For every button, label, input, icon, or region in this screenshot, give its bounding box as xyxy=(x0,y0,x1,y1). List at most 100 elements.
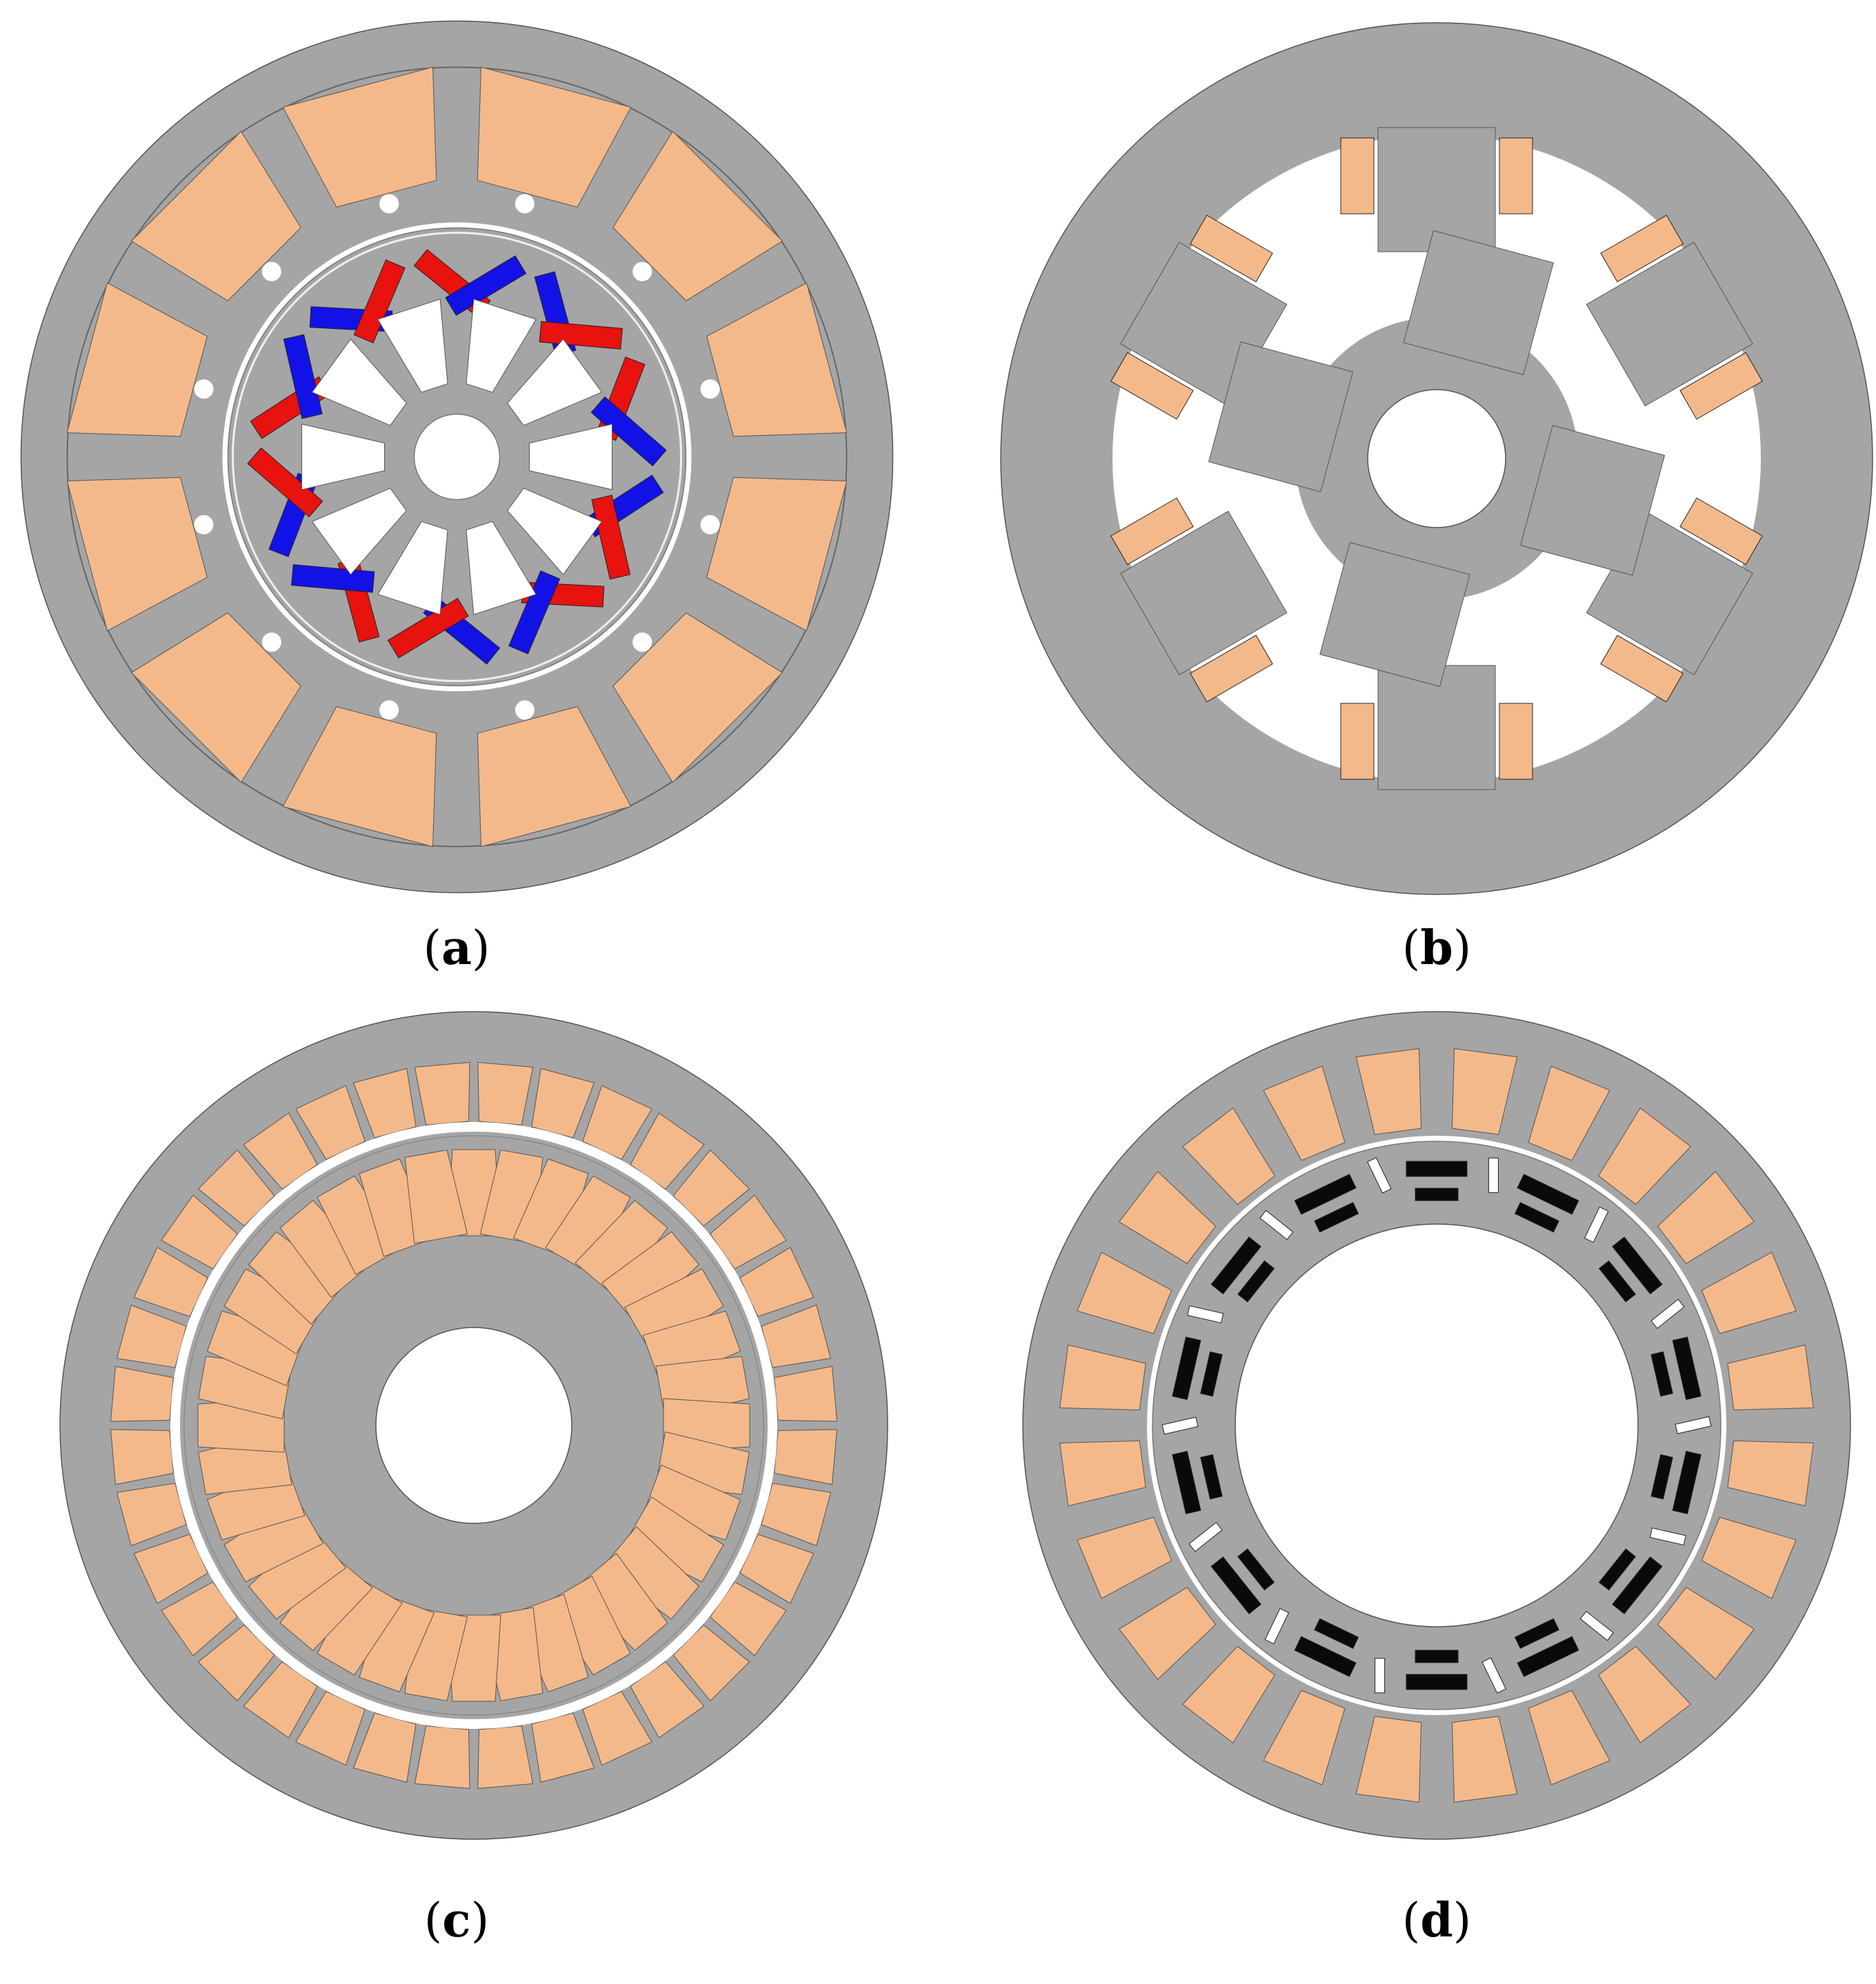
outer-coil xyxy=(582,1691,652,1766)
outer-coil xyxy=(630,1112,705,1190)
slot-opening xyxy=(700,379,720,399)
gap-notch xyxy=(320,1163,329,1172)
housing-line xyxy=(66,66,848,848)
gap-notch xyxy=(443,1123,452,1132)
gap-notch xyxy=(443,1719,452,1727)
magnet xyxy=(1294,1636,1357,1677)
panel-c xyxy=(57,1008,891,1843)
slot-opening xyxy=(700,514,720,534)
coil-slot xyxy=(1077,1516,1172,1599)
coil-slot xyxy=(1355,1048,1422,1135)
gap-notch xyxy=(728,1272,737,1281)
gap-notch xyxy=(470,1123,478,1131)
magnet xyxy=(1598,1260,1636,1303)
gap-notch xyxy=(714,1592,723,1601)
outer-coil xyxy=(110,1365,174,1422)
gap-notch xyxy=(547,1710,556,1719)
outer-coil xyxy=(774,1429,837,1485)
coil-side xyxy=(1600,214,1684,283)
inner-coil xyxy=(624,1268,724,1354)
coil-side xyxy=(1340,137,1375,214)
outer-coil xyxy=(161,1194,238,1270)
stator-pole xyxy=(1120,510,1288,676)
flux-barrier xyxy=(1650,1299,1685,1330)
magnet xyxy=(1406,1161,1468,1177)
coil-slot xyxy=(1657,1587,1755,1680)
coil-side xyxy=(1499,137,1533,214)
coil-slot xyxy=(1598,1645,1691,1743)
magnet xyxy=(1514,1201,1559,1233)
outer-coil xyxy=(672,1149,750,1227)
coil-slot xyxy=(706,477,848,632)
rotor-cutout xyxy=(507,339,602,426)
gap-notch xyxy=(714,1250,723,1259)
outer-coil xyxy=(414,1062,470,1125)
gap-notch xyxy=(681,1632,690,1641)
slot-opening xyxy=(194,514,214,534)
gap-notch xyxy=(764,1369,772,1378)
shaft-hole xyxy=(413,413,501,501)
magnet xyxy=(1650,1351,1673,1397)
rotor-pole xyxy=(1319,542,1470,687)
outer-coil xyxy=(477,1062,534,1125)
flux-barrier xyxy=(1649,1527,1686,1546)
gap-notch xyxy=(211,1272,220,1281)
magnet xyxy=(1612,1236,1663,1295)
gap-notch xyxy=(225,1592,234,1601)
gap-notch xyxy=(211,1570,220,1579)
flux-barrier xyxy=(1481,1657,1506,1694)
gap-notch xyxy=(320,1679,329,1688)
gap-notch xyxy=(181,1499,190,1507)
rotor-cutout xyxy=(529,423,612,490)
coil-slot xyxy=(1598,1108,1691,1205)
flux-barrier xyxy=(1488,1157,1499,1193)
magnet xyxy=(1650,1454,1673,1500)
gap-notch xyxy=(199,1295,208,1304)
coil-side xyxy=(1499,703,1533,780)
slot-opening xyxy=(194,379,214,399)
motor-d-cross-section xyxy=(1022,1011,1851,1840)
gap-notch xyxy=(225,1250,234,1259)
gap-notch xyxy=(367,1701,376,1710)
outer-coil xyxy=(710,1581,787,1656)
gap-notch xyxy=(181,1343,190,1352)
rotor-cutout xyxy=(466,521,537,615)
slot-opening xyxy=(515,700,535,720)
coil-slot xyxy=(706,282,848,437)
inner-coil xyxy=(223,1496,323,1583)
flux-barrier xyxy=(1367,1157,1392,1194)
outer-coil xyxy=(197,1624,275,1702)
gap-notch xyxy=(495,1123,504,1132)
coil-slot xyxy=(282,66,437,208)
gap-notch xyxy=(241,1613,250,1622)
coil-slot xyxy=(1059,1344,1146,1411)
outer-coil xyxy=(295,1691,366,1766)
flux-barrier xyxy=(1375,1658,1386,1694)
magnet xyxy=(1210,1236,1261,1295)
gap-notch xyxy=(175,1473,184,1482)
outer-coil xyxy=(761,1304,831,1368)
shaft-hole xyxy=(1367,389,1506,528)
motor-b-cross-section xyxy=(1000,22,1873,895)
caption-d: (d) xyxy=(1401,1893,1472,1948)
rotor-pole xyxy=(1403,230,1554,375)
coil-side xyxy=(1190,214,1273,283)
magnet xyxy=(1517,1636,1579,1677)
coil-side xyxy=(1110,497,1194,565)
flux-barrier xyxy=(1187,1305,1224,1323)
coil-slot xyxy=(1355,1716,1422,1803)
flux-barrier xyxy=(1259,1210,1294,1241)
gap-notch xyxy=(343,1692,352,1701)
gap-notch xyxy=(298,1176,307,1185)
gap-notch xyxy=(740,1295,749,1304)
magnet xyxy=(1672,1336,1702,1401)
rotor-cutout xyxy=(377,299,448,393)
slot-opening xyxy=(379,194,399,214)
gap-notch xyxy=(750,1523,759,1532)
coil-slot xyxy=(66,282,208,437)
gap-notch xyxy=(572,1141,581,1150)
rotor-sleeve xyxy=(232,232,682,682)
magnet xyxy=(353,259,406,343)
magnet xyxy=(1598,1548,1636,1591)
coil-slot xyxy=(1727,1440,1814,1507)
